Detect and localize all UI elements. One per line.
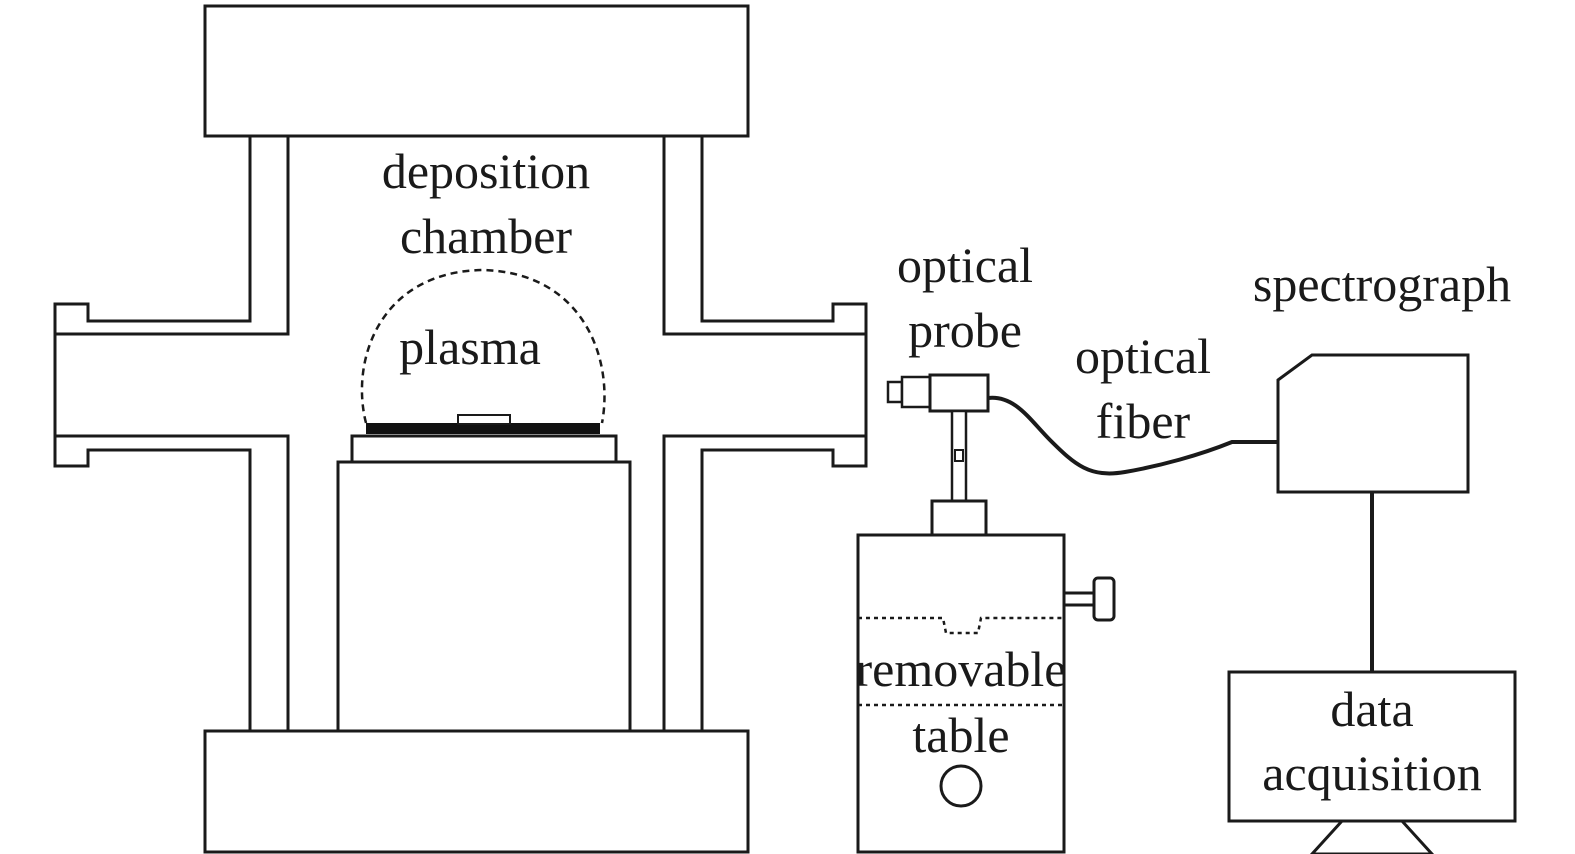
chamber-bottom-flange	[203, 729, 750, 854]
chamber-label: chamber	[400, 208, 572, 264]
removable-table	[856, 533, 1116, 854]
spectrograph-box	[1276, 353, 1470, 494]
deposition-label: deposition	[382, 143, 590, 199]
data-acquisition-box	[1227, 670, 1517, 823]
substrate-film	[366, 423, 600, 434]
table-slot-upper	[858, 616, 1064, 635]
deposition-chamber	[53, 4, 868, 854]
data-label: data	[1330, 681, 1413, 737]
chamber-top-flange	[203, 4, 750, 138]
removable-label: removable	[855, 641, 1066, 697]
optical-probe-label-1: optical	[897, 237, 1033, 293]
optical-probe-label-2: probe	[908, 302, 1022, 358]
table-wheel-icon	[939, 764, 983, 808]
plasma-label: plasma	[399, 319, 541, 375]
spectrograph-label: spectrograph	[1253, 256, 1511, 312]
substrate-sample	[457, 414, 511, 425]
chamber-cross-outline	[53, 136, 868, 731]
probe-nose	[900, 375, 932, 409]
probe-tip	[886, 380, 904, 404]
optical-fiber-cable	[987, 395, 1278, 476]
table-knob-shaft	[1064, 591, 1094, 607]
data-acquisition-stand	[1309, 819, 1435, 854]
probe-clamp	[954, 449, 964, 462]
plasma-dome	[360, 268, 606, 424]
table-knob	[1092, 576, 1116, 622]
probe-mount	[930, 499, 988, 537]
optical-fiber-label-2: fiber	[1096, 393, 1191, 449]
acquisition-label: acquisition	[1262, 745, 1481, 801]
substrate-plate	[350, 434, 618, 464]
optical-probe	[886, 373, 990, 537]
substrate-holder	[336, 460, 632, 733]
probe-body	[928, 373, 990, 413]
optical-fiber-label-1: optical	[1075, 328, 1211, 384]
table-label: table	[912, 707, 1009, 763]
